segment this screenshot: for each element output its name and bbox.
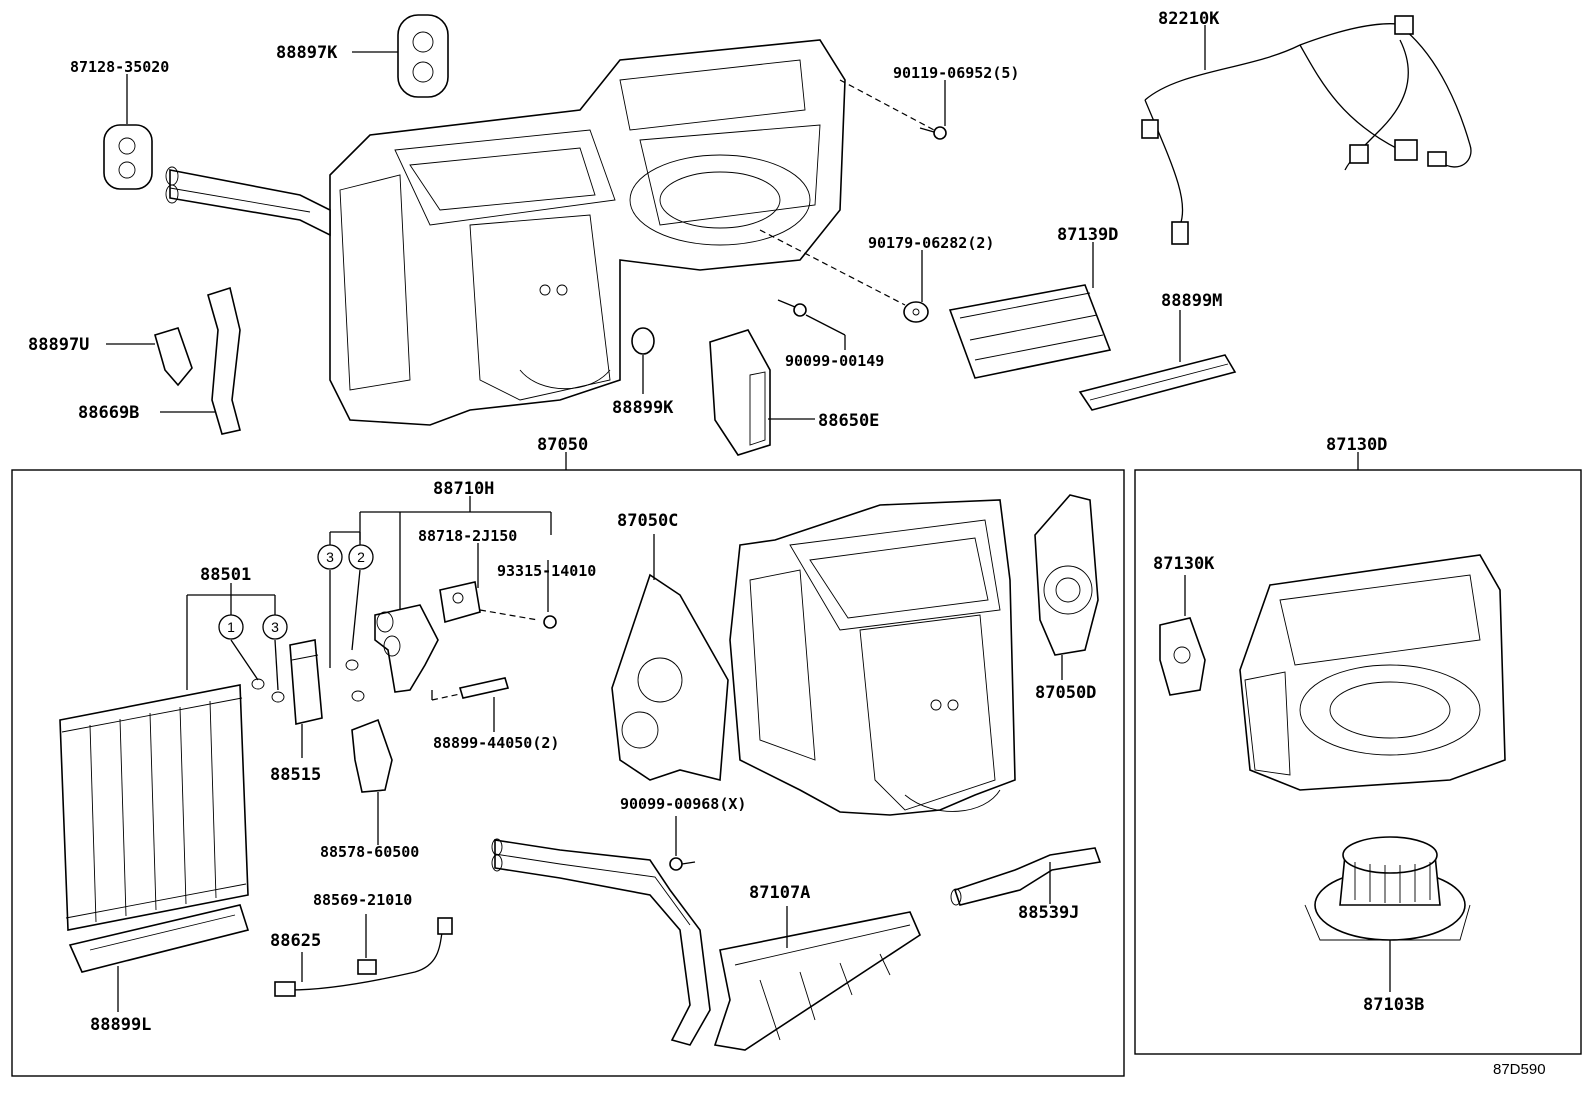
screw-90099-00968-part [669,857,696,871]
hvac-assembly-top-part [329,39,846,426]
grommet-88897K-part [397,14,449,98]
label-87139D: 87139D [1057,225,1118,245]
grommet-88899K-part [631,327,655,355]
svg-text:3: 3 [271,619,279,635]
label-88539J: 88539J [1018,903,1079,923]
label-88501: 88501 [200,565,251,585]
label-87050D: 87050D [1035,683,1096,703]
label-88899K: 88899K [612,398,674,418]
label-88718-2J150: 88718-2J150 [418,527,517,545]
bolt-88899-44050-part [458,677,510,699]
connector-88897U-part [154,327,193,387]
bolt-90119-part [919,126,947,140]
label-88650E: 88650E [818,411,879,431]
callout-circle-1: 1 [218,614,244,640]
label-87107A: 87107A [749,883,810,903]
label-88710H: 88710H [433,479,494,499]
cabin-filter-87139D-part [948,284,1112,379]
drain-hose-88669B-part [207,286,241,435]
label-87130K: 87130K [1153,554,1215,574]
callout-circle-2: 2 [348,544,374,570]
screw-93315-part [543,615,557,629]
label-88897K: 88897K [276,43,338,63]
label-88569-21010: 88569-21010 [313,891,412,909]
label-88897U: 88897U [28,335,89,355]
blower-housing-87130D-part [1239,554,1506,791]
label-90179-06282: 90179-06282(2) [868,234,994,252]
callout-circle-3-upper: 3 [317,544,343,570]
expansion-valve-88515-part [289,639,323,725]
label-87050: 87050 [537,435,588,455]
label-90119-06952: 90119-06952(5) [893,64,1019,82]
group-box-87050 [11,469,1125,1077]
hvac-case-87050-part [729,499,1016,816]
label-88578-60500: 88578-60500 [320,843,419,861]
case-half-87050C-part [611,573,729,782]
filter-cover-88899M-part [1078,354,1237,411]
screw-90099-00149-part [777,299,807,317]
case-half-87050D-part [1034,494,1099,656]
bracket-88899L-part [68,904,250,973]
svg-text:3: 3 [326,549,334,565]
washer-90179-part [903,301,929,323]
callout-circle-3-lower: 3 [262,614,288,640]
heater-core-87107A-part [491,838,922,1051]
heater-pipes-top-part [165,166,331,237]
label-88669B: 88669B [78,403,139,423]
label-88899M: 88899M [1161,291,1222,311]
pipe-bracket-88710H-part [374,604,439,693]
label-88515: 88515 [270,765,321,785]
label-87130D: 87130D [1326,435,1387,455]
label-87128-35020: 87128-35020 [70,58,169,76]
wire-harness-82210K-part [1141,15,1472,245]
label-88899L: 88899L [90,1015,151,1035]
label-93315-14010: 93315-14010 [497,562,596,580]
blower-motor-87103B-part [1304,836,1471,941]
servo-motor-87130K-part [1159,617,1206,696]
label-90099-00968: 90099-00968(X) [620,795,746,813]
hose-88539J-part [950,847,1102,906]
ecu-88650E-part [709,329,771,456]
label-82210K: 82210K [1158,9,1220,29]
svg-text:2: 2 [357,549,365,565]
label-87103B: 87103B [1363,995,1424,1015]
insulator-88578-part [351,718,393,793]
label-88899-44050: 88899-44050(2) [433,734,559,752]
evaporator-core-88501-part [59,684,249,931]
diagram-reference-code: 87D590 [1493,1061,1546,1078]
label-90099-00149: 90099-00149 [785,352,884,370]
thermistor-88625-part [274,917,453,997]
label-88625: 88625 [270,931,321,951]
grommet-87128-part [103,124,153,190]
svg-text:1: 1 [227,619,235,635]
clamp-88718-part [439,581,481,624]
label-87050C: 87050C [617,511,678,531]
